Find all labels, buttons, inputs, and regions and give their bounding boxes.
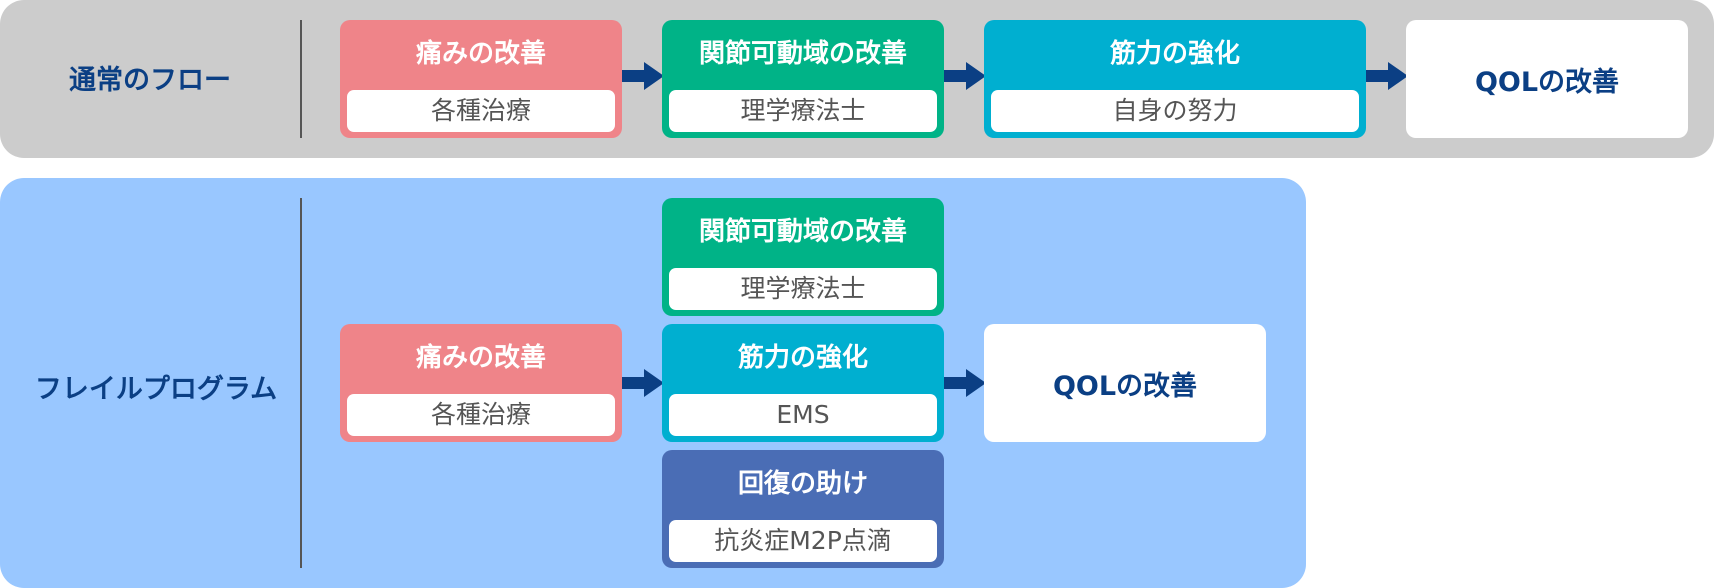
step-sub: 抗炎症M2P点滴 bbox=[669, 520, 937, 562]
normal-flow-label: 通常のフロー bbox=[69, 65, 231, 96]
step-sub: EMS bbox=[669, 394, 937, 436]
step-title: 関節可動域の改善 bbox=[698, 217, 907, 247]
normal-result-qol: QOLの改善 bbox=[1406, 20, 1688, 138]
frail-step-rom: 関節可動域の改善 理学療法士 bbox=[662, 198, 944, 316]
step-sub: 理学療法士 bbox=[669, 268, 937, 310]
step-title: 関節可動域の改善 bbox=[698, 39, 907, 69]
step-sub: 理学療法士 bbox=[669, 90, 937, 132]
normal-step-rom: 関節可動域の改善 理学療法士 bbox=[662, 20, 944, 138]
frail-result-qol: QOLの改善 bbox=[984, 324, 1266, 442]
frail-program-label: フレイルプログラム bbox=[34, 374, 278, 405]
normal-step-strength: 筋力の強化 自身の努力 bbox=[984, 20, 1366, 138]
step-sub: 各種治療 bbox=[347, 90, 615, 132]
normal-step-pain: 痛みの改善 各種治療 bbox=[340, 20, 622, 138]
step-title: 筋力の強化 bbox=[1109, 39, 1240, 69]
arrow-right-icon bbox=[1366, 62, 1408, 90]
frail-program-panel: フレイルプログラム 痛みの改善 各種治療 関節可動域の改善 理学療法士 筋力の強… bbox=[0, 178, 1306, 588]
step-sub: 各種治療 bbox=[347, 394, 615, 436]
arrow-right-icon bbox=[622, 62, 664, 90]
arrow-right-icon bbox=[622, 369, 664, 397]
frail-program-divider bbox=[300, 198, 302, 568]
frail-step-recovery: 回復の助け 抗炎症M2P点滴 bbox=[662, 450, 944, 568]
step-title: 筋力の強化 bbox=[737, 343, 868, 373]
arrow-right-icon bbox=[944, 62, 986, 90]
normal-flow-panel: 通常のフロー 痛みの改善 各種治療 関節可動域の改善 理学療法士 筋力の強化 自… bbox=[0, 0, 1714, 158]
step-sub: 自身の努力 bbox=[991, 90, 1359, 132]
frail-step-pain: 痛みの改善 各種治療 bbox=[340, 324, 622, 442]
step-title: 痛みの改善 bbox=[415, 39, 546, 69]
normal-flow-divider bbox=[300, 20, 302, 138]
frail-step-strength: 筋力の強化 EMS bbox=[662, 324, 944, 442]
step-title: 回復の助け bbox=[737, 469, 868, 499]
step-title: 痛みの改善 bbox=[415, 343, 546, 373]
arrow-right-icon bbox=[944, 369, 986, 397]
